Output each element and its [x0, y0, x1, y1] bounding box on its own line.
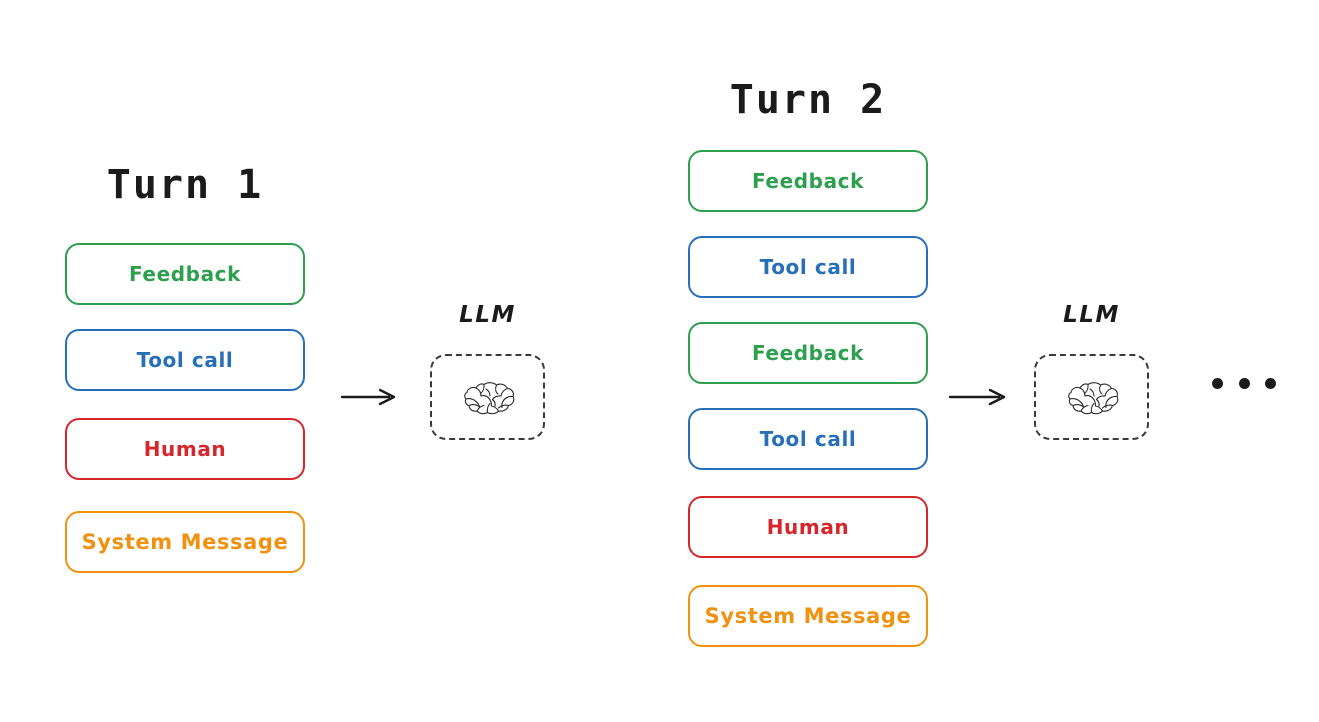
message-label: Tool call	[136, 348, 234, 372]
message-label: Feedback	[751, 169, 865, 193]
brain-icon	[464, 382, 515, 415]
message-label: Feedback	[128, 262, 242, 286]
ellipsis-dot	[1238, 377, 1250, 389]
message-label: Tool call	[759, 427, 857, 451]
turn-1-llm-label: LLM	[459, 302, 516, 328]
turn-1-message-feedback[interactable]: Feedback	[65, 243, 305, 305]
turn-1-llm-box[interactable]	[430, 354, 545, 440]
message-label: Tool call	[759, 255, 857, 279]
turn-1-title: Turn 1	[106, 162, 264, 208]
message-label: Human	[143, 437, 227, 461]
arrow-right-icon	[340, 388, 396, 406]
turn-2-message-tool-call-1[interactable]: Tool call	[688, 236, 928, 298]
turn-1-message-system-message[interactable]: System Message	[65, 511, 305, 573]
message-label: System Message	[704, 604, 912, 628]
turn-2-message-feedback-2[interactable]: Feedback	[688, 322, 928, 384]
ellipsis-dot	[1265, 377, 1276, 389]
ellipsis-dot	[1212, 377, 1223, 389]
turn-1-message-tool-call[interactable]: Tool call	[65, 329, 305, 391]
turn-2-message-human[interactable]: Human	[688, 496, 928, 558]
turn-2-message-tool-call-2[interactable]: Tool call	[688, 408, 928, 470]
turn-2-llm-label: LLM	[1063, 302, 1120, 328]
brain-icon	[1068, 382, 1119, 415]
turn-1-message-human[interactable]: Human	[65, 418, 305, 480]
arrow-right-icon	[948, 388, 1006, 406]
turn-2-llm-box[interactable]	[1034, 354, 1149, 440]
message-label: Feedback	[751, 341, 865, 365]
message-label: Human	[766, 515, 850, 539]
turn-2-message-feedback-1[interactable]: Feedback	[688, 150, 928, 212]
turn-2-title: Turn 2	[729, 77, 887, 123]
turn-2-message-system-message[interactable]: System Message	[688, 585, 928, 647]
message-label: System Message	[81, 530, 289, 554]
ellipsis-icon	[1212, 370, 1276, 396]
